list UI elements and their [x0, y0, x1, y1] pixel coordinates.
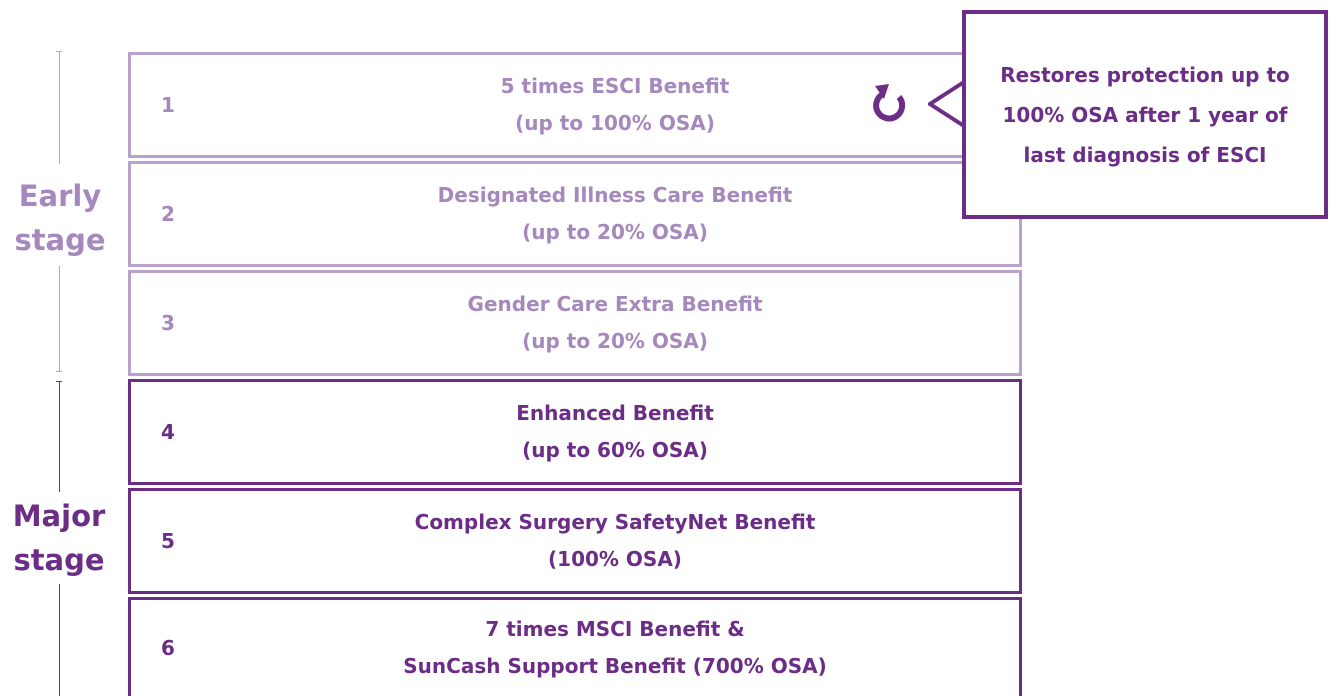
benefit-row-number: 6 — [161, 636, 175, 660]
callout-pointer — [928, 80, 966, 128]
early-stage-label-line2: stage — [14, 223, 106, 257]
early-stage-bracket-tick-bottom — [56, 371, 62, 372]
benefit-row-text: Gender Care Extra Benefit (up to 20% OSA… — [211, 273, 1019, 373]
early-stage-bracket-top — [59, 51, 60, 164]
benefit-row-detail: (up to 100% OSA) — [515, 111, 715, 135]
benefit-row-number: 3 — [161, 311, 175, 335]
benefit-row-detail: SunCash Support Benefit (700% OSA) — [403, 654, 827, 678]
benefit-row-title: Complex Surgery SafetyNet Benefit — [414, 510, 816, 534]
major-stage-label-line2: stage — [13, 543, 105, 577]
major-stage-label: Major stage — [4, 494, 114, 582]
benefit-row-detail: (up to 60% OSA) — [522, 438, 708, 462]
early-stage-bracket-tick-top — [56, 51, 62, 52]
benefit-row-text: 5 times ESCI Benefit (up to 100% OSA) — [211, 55, 1019, 155]
benefit-row-text: Designated Illness Care Benefit (up to 2… — [211, 164, 1019, 264]
early-stage-label: Early stage — [10, 174, 110, 262]
benefit-row-title: 7 times MSCI Benefit & — [485, 617, 745, 641]
benefit-row-title: Enhanced Benefit — [516, 401, 714, 425]
early-stage-label-line1: Early — [18, 179, 102, 213]
benefit-row-title: Gender Care Extra Benefit — [467, 292, 763, 316]
benefit-row-number: 2 — [161, 202, 175, 226]
callout-text-line1: Restores protection up to — [1000, 62, 1290, 87]
early-stage-bracket-bottom — [59, 266, 60, 372]
callout-text-line2: 100% OSA after 1 year of — [1002, 102, 1288, 127]
benefit-row-1: 1 5 times ESCI Benefit (up to 100% OSA) — [128, 52, 1022, 158]
benefit-row-detail: (up to 20% OSA) — [522, 220, 708, 244]
benefit-row-detail: (up to 20% OSA) — [522, 329, 708, 353]
major-stage-bracket-bottom — [59, 584, 60, 696]
benefit-row-title: Designated Illness Care Benefit — [437, 183, 793, 207]
benefit-row-number: 1 — [161, 93, 175, 117]
major-stage-bracket-tick-top — [56, 381, 62, 382]
benefit-row-2: 2 Designated Illness Care Benefit (up to… — [128, 161, 1022, 267]
benefit-row-text: Complex Surgery SafetyNet Benefit (100% … — [211, 491, 1019, 591]
restore-protection-callout: Restores protection up to 100% OSA after… — [962, 10, 1328, 219]
benefit-row-4: 4 Enhanced Benefit (up to 60% OSA) — [128, 379, 1022, 485]
benefit-row-number: 4 — [161, 420, 175, 444]
benefit-row-number: 5 — [161, 529, 175, 553]
major-stage-label-line1: Major — [12, 499, 106, 533]
benefit-row-text: 7 times MSCI Benefit & SunCash Support B… — [211, 600, 1019, 696]
restore-icon — [873, 84, 906, 122]
benefit-row-6: 6 7 times MSCI Benefit & SunCash Support… — [128, 597, 1022, 696]
benefit-row-3: 3 Gender Care Extra Benefit (up to 20% O… — [128, 270, 1022, 376]
callout-text-line3: last diagnosis of ESCI — [1023, 142, 1267, 167]
major-stage-bracket-top — [59, 381, 60, 492]
benefit-row-text: Enhanced Benefit (up to 60% OSA) — [211, 382, 1019, 482]
benefit-row-5: 5 Complex Surgery SafetyNet Benefit (100… — [128, 488, 1022, 594]
benefit-row-title: 5 times ESCI Benefit — [500, 74, 730, 98]
benefit-row-detail: (100% OSA) — [548, 547, 682, 571]
